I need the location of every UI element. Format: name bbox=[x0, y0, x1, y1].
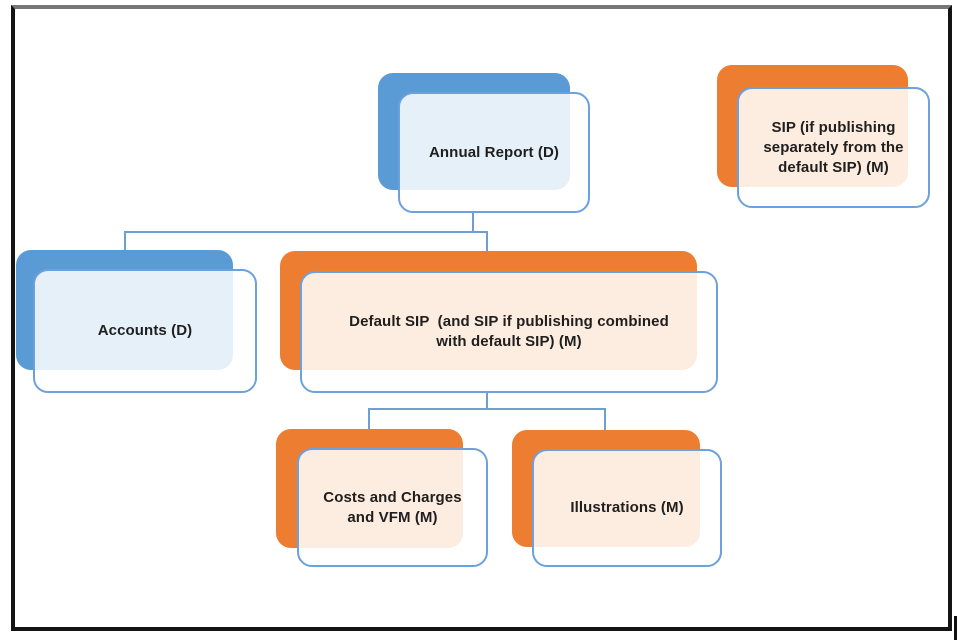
connector-rail-default-sip-children bbox=[368, 408, 606, 410]
node-sip-separate-label: SIP (if publishing separately from the d… bbox=[763, 118, 904, 176]
node-accounts-label: Accounts (D) bbox=[97, 322, 193, 339]
node-accounts-box: Accounts (D) bbox=[33, 269, 257, 393]
text-caret bbox=[954, 616, 957, 640]
diagram-border-frame bbox=[11, 5, 952, 631]
connector-drop-illustrations bbox=[604, 408, 606, 431]
node-annual-report-box: Annual Report (D) bbox=[398, 92, 590, 213]
node-costs-charges-label: Costs and Charges and VFM (M) bbox=[323, 488, 462, 526]
connector-drop-costs-charges bbox=[368, 408, 370, 430]
node-sip-separate-box: SIP (if publishing separately from the d… bbox=[737, 87, 930, 208]
connector-drop-default-sip bbox=[486, 231, 488, 252]
connector-default-sip-stub bbox=[486, 392, 488, 410]
node-illustrations-label: Illustrations (M) bbox=[570, 499, 684, 516]
node-default-sip-label: Default SIP (and SIP if publishing combi… bbox=[349, 313, 669, 350]
connector-annual-report-stub bbox=[472, 212, 474, 233]
connector-drop-accounts bbox=[124, 231, 126, 251]
node-default-sip-box: Default SIP (and SIP if publishing combi… bbox=[300, 271, 718, 393]
node-annual-report-label: Annual Report (D) bbox=[428, 143, 560, 161]
node-costs-charges-box: Costs and Charges and VFM (M) bbox=[297, 448, 488, 567]
node-illustrations-box: Illustrations (M) bbox=[532, 449, 722, 567]
connector-rail-annual-report-children bbox=[124, 231, 488, 233]
